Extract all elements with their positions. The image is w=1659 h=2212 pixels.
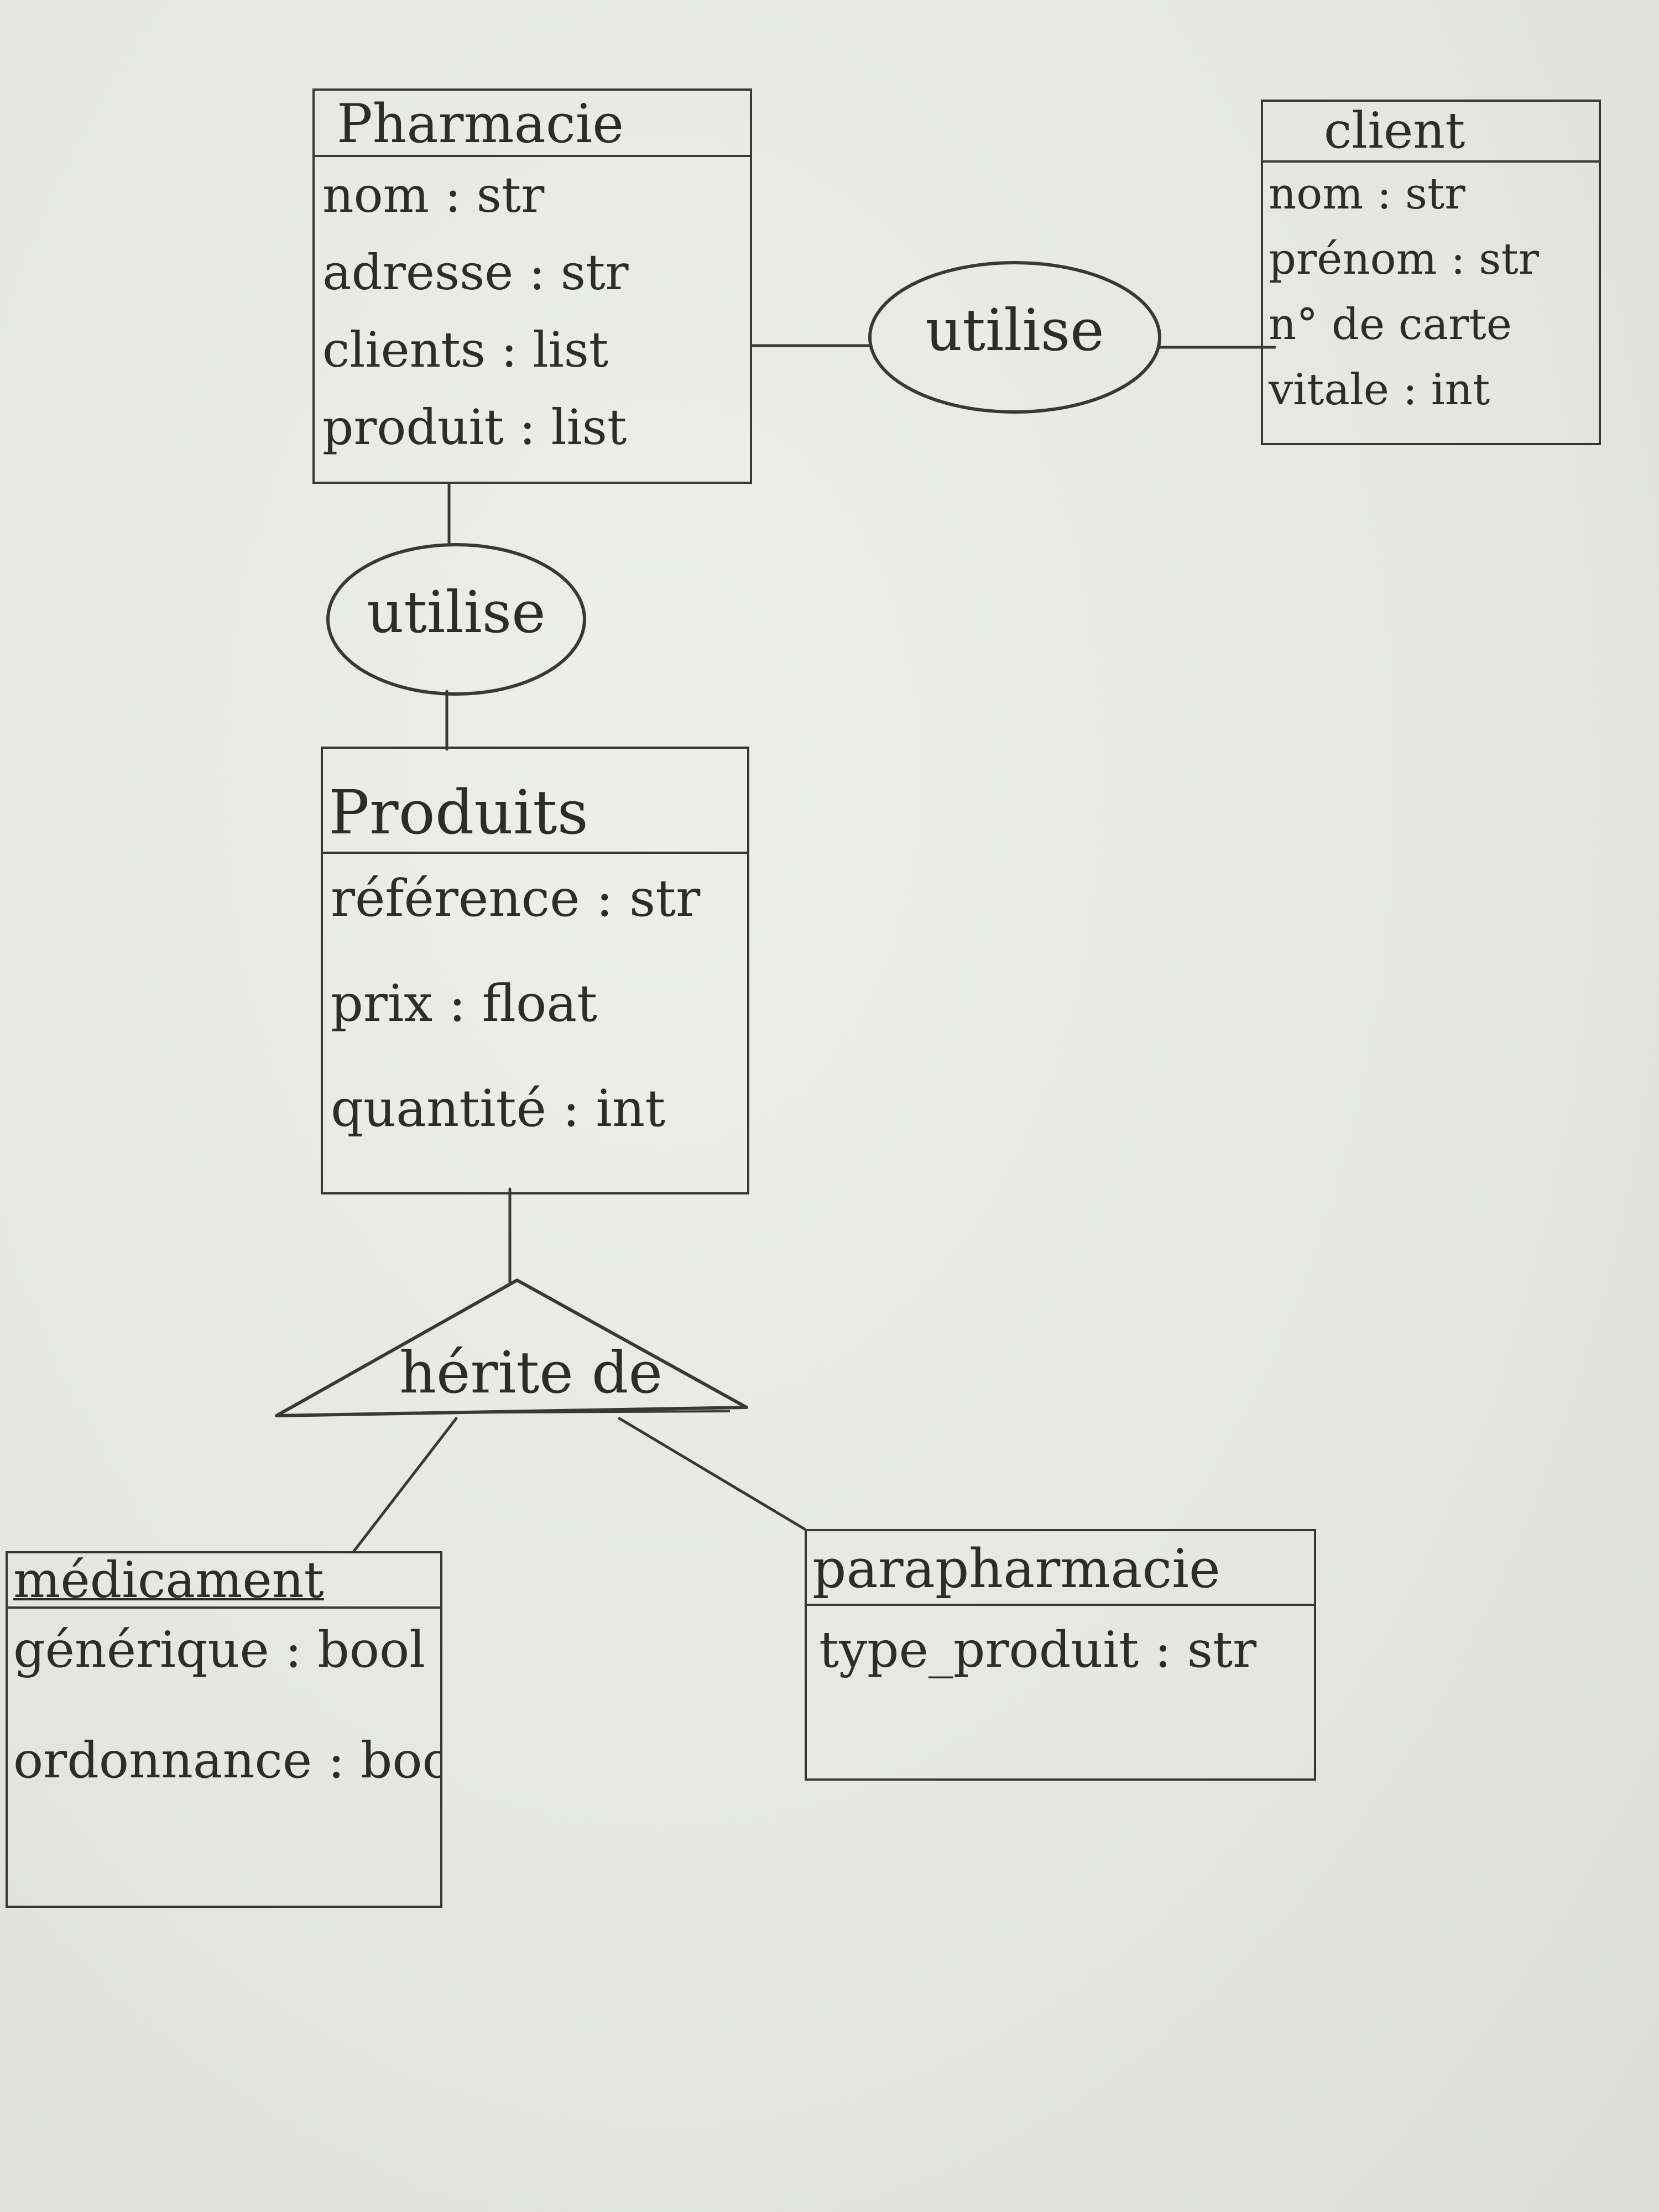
entity-attrs-medicament: générique : bool ordonnance : bool bbox=[8, 1609, 440, 1846]
attr-produits-prix: prix : float bbox=[331, 978, 598, 1033]
entity-attrs-client: nom : str prénom : str n° de carte vital… bbox=[1263, 163, 1599, 434]
relation-label-utilise-produits: utilise bbox=[367, 578, 546, 646]
entity-attrs-pharmacie: nom : str adresse : str clients : list p… bbox=[315, 157, 750, 481]
attr-pharmacie-adresse: adresse : str bbox=[322, 248, 629, 301]
connector-triangle-parapharmacie bbox=[618, 1417, 806, 1531]
entity-pharmacie: Pharmacie nom : str adresse : str client… bbox=[312, 88, 752, 484]
entity-client: client nom : str prénom : str n° de cart… bbox=[1261, 100, 1601, 445]
attr-produits-reference: référence : str bbox=[331, 873, 701, 928]
attr-medicament-ordonnance: ordonnance : bool bbox=[13, 1736, 440, 1790]
relation-ellipse-utilise-produits bbox=[326, 543, 586, 696]
entity-title-client: client bbox=[1263, 102, 1599, 163]
connector-triangle-medicament bbox=[352, 1417, 458, 1553]
relation-ellipse-utilise-client bbox=[868, 261, 1161, 414]
entity-attrs-produits: référence : str prix : float quantité : … bbox=[323, 854, 747, 1188]
entity-title-parapharmacie: parapharmacie bbox=[807, 1531, 1314, 1606]
relation-label-herite-de: hérite de bbox=[399, 1339, 663, 1406]
relation-label-utilise-client: utilise bbox=[925, 296, 1104, 364]
entity-attrs-parapharmacie: type_produit : str bbox=[807, 1606, 1314, 1703]
attr-medicament-generique: générique : bool bbox=[13, 1625, 426, 1679]
attr-client-prenom: prénom : str bbox=[1269, 238, 1540, 284]
attr-client-carte: n° de carte bbox=[1269, 303, 1512, 349]
entity-parapharmacie: parapharmacie type_produit : str bbox=[805, 1529, 1316, 1781]
attr-pharmacie-nom: nom : str bbox=[322, 171, 545, 223]
entity-title-produits: Produits bbox=[323, 749, 747, 854]
entity-title-pharmacie: Pharmacie bbox=[315, 91, 750, 157]
attr-pharmacie-produit: produit : list bbox=[322, 403, 627, 456]
entity-produits: Produits référence : str prix : float qu… bbox=[321, 747, 749, 1194]
entity-medicament: médicament générique : bool ordonnance :… bbox=[6, 1551, 442, 1908]
inheritance-triangle-double-stroke bbox=[387, 1410, 731, 1414]
attr-parapharmacie-type: type_produit : str bbox=[819, 1625, 1257, 1679]
attr-client-nom: nom : str bbox=[1269, 173, 1465, 219]
attr-produits-quantite: quantité : int bbox=[331, 1083, 666, 1138]
attr-pharmacie-clients: clients : list bbox=[322, 326, 609, 378]
attr-client-vitale: vitale : int bbox=[1269, 368, 1490, 415]
entity-title-medicament: médicament bbox=[8, 1553, 440, 1609]
